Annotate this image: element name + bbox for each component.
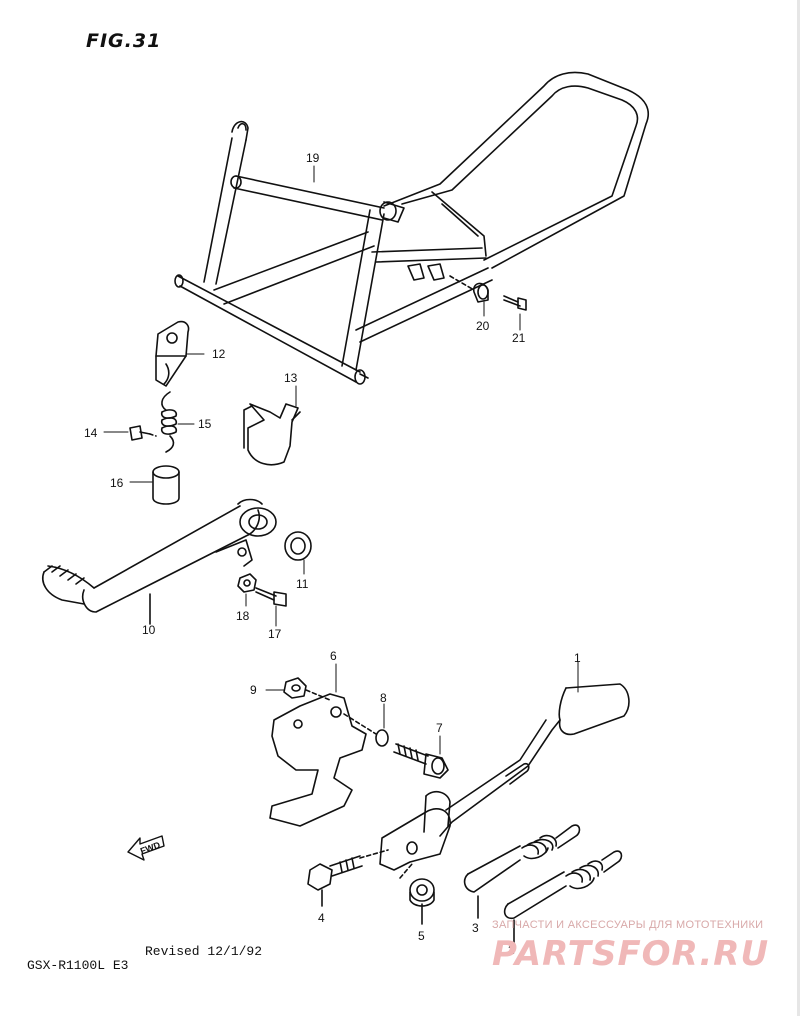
part-19-frame [174,71,650,385]
callout-20: 20 [476,319,490,333]
callout-17: 17 [268,627,282,641]
watermark-logo: PARTSFOR.RU [492,934,770,974]
callout-13: 13 [284,371,298,385]
part-11-washer [284,531,312,561]
callout-12: 12 [212,347,226,361]
callout-16: 16 [110,476,124,490]
part-12-bracket [155,320,190,387]
part-9-nut [283,677,331,701]
fwd-arrow-icon [127,835,165,861]
callout-14: 14 [84,426,98,440]
part-5-nut [399,863,435,925]
callout-4: 4 [318,911,325,925]
callout-1: 1 [574,651,581,665]
part-16-collar [152,465,180,505]
callout-15: 15 [198,417,212,431]
part-18-nut [237,573,257,593]
revision-date: Revised 12/1/92 [145,944,263,959]
part-7-bolt [393,743,449,779]
leader-lines [103,165,579,755]
part-1-side-stand [379,683,630,871]
callout-8: 8 [380,691,387,705]
part-8-washer [375,729,389,747]
part-17-bolt [255,587,287,607]
part-20-bushing [449,275,489,303]
callout-21: 21 [512,331,526,345]
callout-2: 2 [508,943,515,957]
callout-18: 18 [236,609,250,623]
watermark-tagline: ЗАПЧАСТИ И АКСЕССУАРЫ ДЛЯ МОТОТЕХНИКИ [492,919,764,931]
model-code: GSX-R1100L E3 [27,958,129,973]
part-3-spring [463,824,581,919]
callout-7: 7 [436,721,443,735]
callout-19: 19 [306,151,320,165]
part-4-pivot-bolt [307,849,389,907]
part-14-screw [129,425,157,441]
callout-9: 9 [250,683,257,697]
part-13-guard [243,403,301,466]
scan-edge [797,0,800,1016]
part-15-spring [160,391,178,453]
callout-10: 10 [142,623,156,637]
callout-3: 3 [472,921,479,935]
figure-title: FIG.31 [86,30,162,52]
callout-11: 11 [296,577,309,591]
part-6-stand-bracket [269,693,377,827]
part-10-brake-pedal [42,498,277,625]
callout-6: 6 [330,649,337,663]
callout-5: 5 [418,929,425,943]
part-2-spring [503,850,623,945]
part-21-bolt [503,295,527,311]
